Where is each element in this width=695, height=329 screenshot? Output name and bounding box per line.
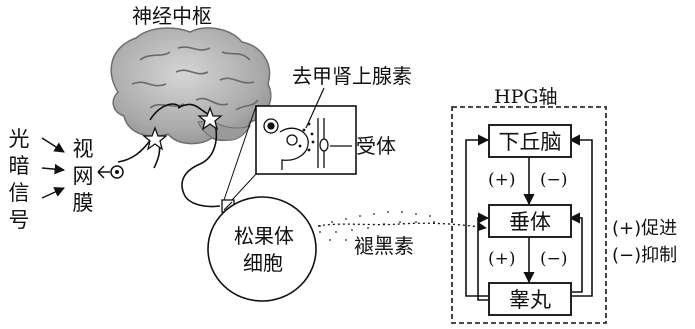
legend-inhibit: (−)抑制 xyxy=(612,245,678,266)
neurotransmitter-pointer xyxy=(305,87,325,129)
neuron-body-1 xyxy=(142,126,168,151)
light-signal-char: 暗 xyxy=(8,154,30,178)
sign-inhibit-2: (−) xyxy=(540,249,568,269)
hpg-frame xyxy=(451,106,607,324)
pineal-cell xyxy=(207,196,317,302)
feedback-right-inner xyxy=(568,212,583,293)
light-signal-label: 光 暗 信 号 xyxy=(8,126,30,234)
zoom-line-1 xyxy=(223,105,257,201)
testis-label: 睾丸 xyxy=(509,288,551,312)
retina-char: 网 xyxy=(72,164,94,188)
light-arrow-2 xyxy=(41,163,66,175)
hpg-title: HPG轴 xyxy=(494,86,558,108)
synapse-zoom-box xyxy=(255,105,357,175)
neurotransmitter-dots xyxy=(298,122,315,152)
pineal-label-line2: 细胞 xyxy=(243,251,283,275)
retina-neuron-dot xyxy=(115,170,119,174)
light-signal-char: 光 xyxy=(8,127,30,151)
feedback-right-outer xyxy=(568,134,593,297)
synapse-detail xyxy=(263,118,329,170)
retina-char: 视 xyxy=(72,137,94,161)
melatonin-path xyxy=(317,222,487,232)
brain-image xyxy=(110,27,272,145)
pituitary-label: 垂体 xyxy=(509,210,551,234)
pituitary-box: 垂体 xyxy=(488,204,572,238)
pineal-label-line1: 松果体 xyxy=(234,224,294,248)
sign-inhibit-1: (−) xyxy=(540,170,568,190)
light-arrow-1 xyxy=(41,137,65,153)
light-signal-char: 信 xyxy=(8,181,30,205)
retina-neuron xyxy=(97,165,110,179)
melatonin-label: 褪黑素 xyxy=(354,234,414,258)
hypothalamus-box: 下丘脑 xyxy=(488,124,572,158)
testis-box: 睾丸 xyxy=(488,282,572,316)
sign-promote-2: (+) xyxy=(488,249,516,269)
sign-promote-1: (+) xyxy=(488,170,516,190)
retina-label: 视 网 膜 xyxy=(72,136,94,217)
zoom-line-2 xyxy=(231,173,257,201)
brain-title: 神经中枢 xyxy=(132,4,212,28)
feedback-left-inner xyxy=(477,212,490,301)
neuron-body-2 xyxy=(197,106,223,131)
neurotransmitter-label: 去甲肾上腺素 xyxy=(292,64,412,88)
legend-promote: (+)促进 xyxy=(612,218,678,239)
small-box-cross xyxy=(223,201,233,211)
hypothalamus-label: 下丘脑 xyxy=(498,130,562,154)
retina-char: 膜 xyxy=(72,191,94,215)
receptor-label: 受体 xyxy=(356,134,396,158)
feedback-left-outer xyxy=(465,134,490,297)
light-signal-char: 号 xyxy=(8,208,30,232)
light-arrow-3 xyxy=(41,187,65,199)
